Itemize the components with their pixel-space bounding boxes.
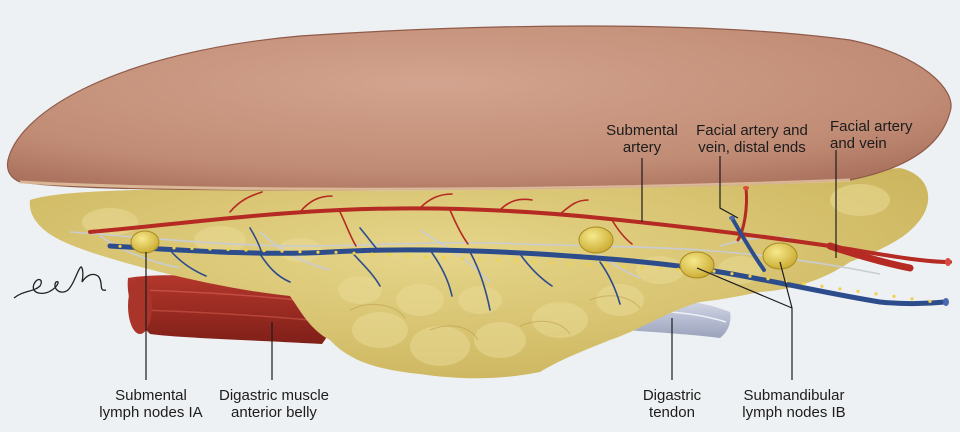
vessel-dot bbox=[442, 256, 446, 260]
vessel-dot bbox=[514, 259, 518, 263]
vessel-dot bbox=[568, 262, 572, 266]
label-facial-artery-vein-distal-ends: Facial artery and vein, distal ends bbox=[696, 122, 808, 156]
label-submandibular-lymph-nodes-ib: Submandibular lymph nodes IB bbox=[742, 387, 846, 421]
vessel-dot bbox=[208, 247, 212, 251]
vessel-dot bbox=[280, 249, 284, 253]
vessel-dot bbox=[262, 249, 266, 253]
mandible-capsule bbox=[6, 25, 952, 191]
vessel-dot bbox=[766, 277, 770, 281]
vessel-dot bbox=[820, 284, 824, 288]
label-digastric-tendon: Digastric tendon bbox=[642, 387, 702, 421]
vessel-dot bbox=[712, 269, 716, 273]
vessel-dot bbox=[874, 292, 878, 296]
vessel-dot bbox=[928, 299, 932, 303]
vessel-dot bbox=[622, 265, 626, 269]
vessel-dot bbox=[478, 257, 482, 262]
vessel-dot bbox=[406, 254, 410, 258]
leader-lines bbox=[145, 150, 837, 380]
vessel-dot bbox=[424, 255, 428, 259]
submandibular-lymph-node-3 bbox=[762, 242, 798, 270]
vessel-dot bbox=[172, 246, 176, 250]
facial-vein bbox=[107, 216, 948, 311]
vessel-dot bbox=[640, 266, 644, 270]
vessel-dot bbox=[460, 257, 464, 261]
vessel-ends bbox=[729, 186, 951, 306]
vessel-dot bbox=[334, 250, 338, 254]
vessel-dot bbox=[892, 294, 896, 298]
vessel-dot bbox=[226, 247, 230, 252]
vessel-dot bbox=[856, 289, 860, 293]
vessel-dot bbox=[370, 252, 374, 256]
vessel-dot bbox=[802, 282, 806, 286]
vessel-dot bbox=[604, 264, 608, 268]
vessel-dot bbox=[730, 272, 734, 276]
submental-artery bbox=[88, 186, 952, 272]
submandibular-lymph-node-1 bbox=[578, 226, 614, 254]
vessel-dot bbox=[244, 248, 248, 252]
vessel-dot bbox=[748, 274, 752, 278]
vessel-dot bbox=[838, 287, 842, 291]
label-submental-artery: Submental artery bbox=[606, 122, 678, 156]
vessel-dot bbox=[190, 246, 194, 251]
vessel-dot bbox=[352, 251, 356, 255]
label-digastric-muscle-anterior-belly: Digastric muscle anterior belly bbox=[218, 387, 330, 421]
vessel-dot bbox=[910, 297, 914, 301]
vessel-dot bbox=[532, 260, 536, 264]
vessel-dot bbox=[676, 267, 680, 271]
submandibular-lymph-node-2 bbox=[679, 251, 715, 279]
vessel-dot bbox=[316, 250, 320, 254]
label-submental-lymph-nodes-ia: Submental lymph nodes IA bbox=[99, 387, 203, 421]
vessel-dot bbox=[658, 266, 662, 271]
vessel-dot bbox=[298, 250, 302, 254]
vessel-dot bbox=[496, 258, 500, 262]
signature bbox=[13, 266, 107, 299]
vessel-dot bbox=[118, 244, 122, 248]
submental-lymph-node bbox=[130, 230, 160, 254]
vessel-dot bbox=[550, 261, 554, 265]
label-facial-artery-and-vein: Facial artery and vein bbox=[830, 118, 913, 152]
vessel-dot bbox=[586, 263, 590, 267]
vessel-dot bbox=[388, 253, 392, 257]
